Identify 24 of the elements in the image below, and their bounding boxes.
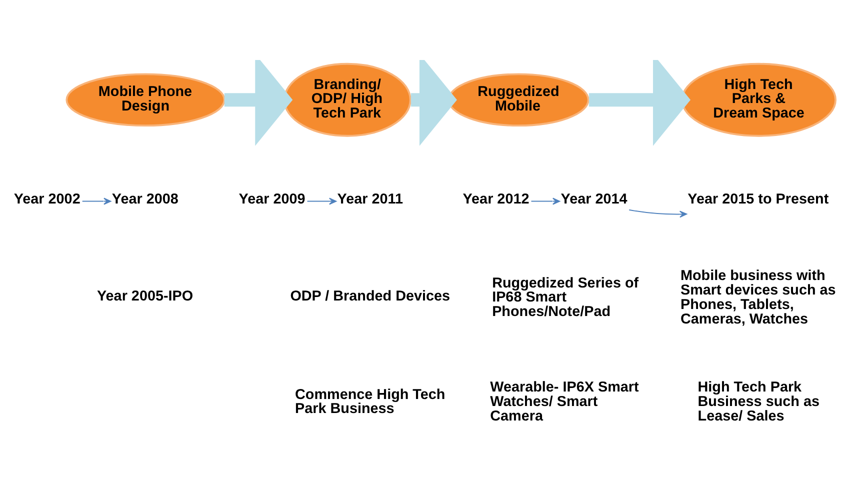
arrow	[82, 198, 112, 205]
node-ellipse: Mobile Phone Design	[66, 73, 226, 127]
node-text: Year 2002	[14, 192, 80, 208]
node-text: Year 2012	[462, 192, 530, 208]
arrow	[306, 198, 337, 205]
arrow	[588, 60, 691, 146]
arrow	[628, 209, 688, 218]
label: ODP / Branded Devices	[290, 288, 450, 305]
node-text: Year 2015 to Present	[688, 192, 829, 208]
node-text: Year 2009	[238, 192, 306, 208]
arrow	[410, 60, 457, 146]
label: Wearable- IP6X Smart Watches/ Smart Camera	[490, 380, 639, 424]
arrow	[224, 60, 293, 146]
label: Mobile business with Smart devices such as Phones, Tablets, Cameras, Watches	[680, 268, 836, 328]
label: Year 2005-IPO	[96, 288, 194, 305]
node-text: Year 2011	[337, 192, 404, 208]
label: Ruggedized Series of IP68 Smart Phones/Note/Pad	[492, 275, 639, 320]
node-ellipse: Branding/ ODP/ High Tech Park	[283, 62, 412, 137]
node-text: Year 2014	[560, 192, 628, 208]
arrow	[530, 198, 560, 205]
label: Commence High Tech Park Business	[295, 386, 446, 418]
node-ellipse: High Tech Parks & Dream Space	[681, 62, 836, 137]
node-text: Year 2008	[112, 192, 178, 208]
label: High Tech Park Business such as Lease/ Sales	[698, 380, 820, 424]
